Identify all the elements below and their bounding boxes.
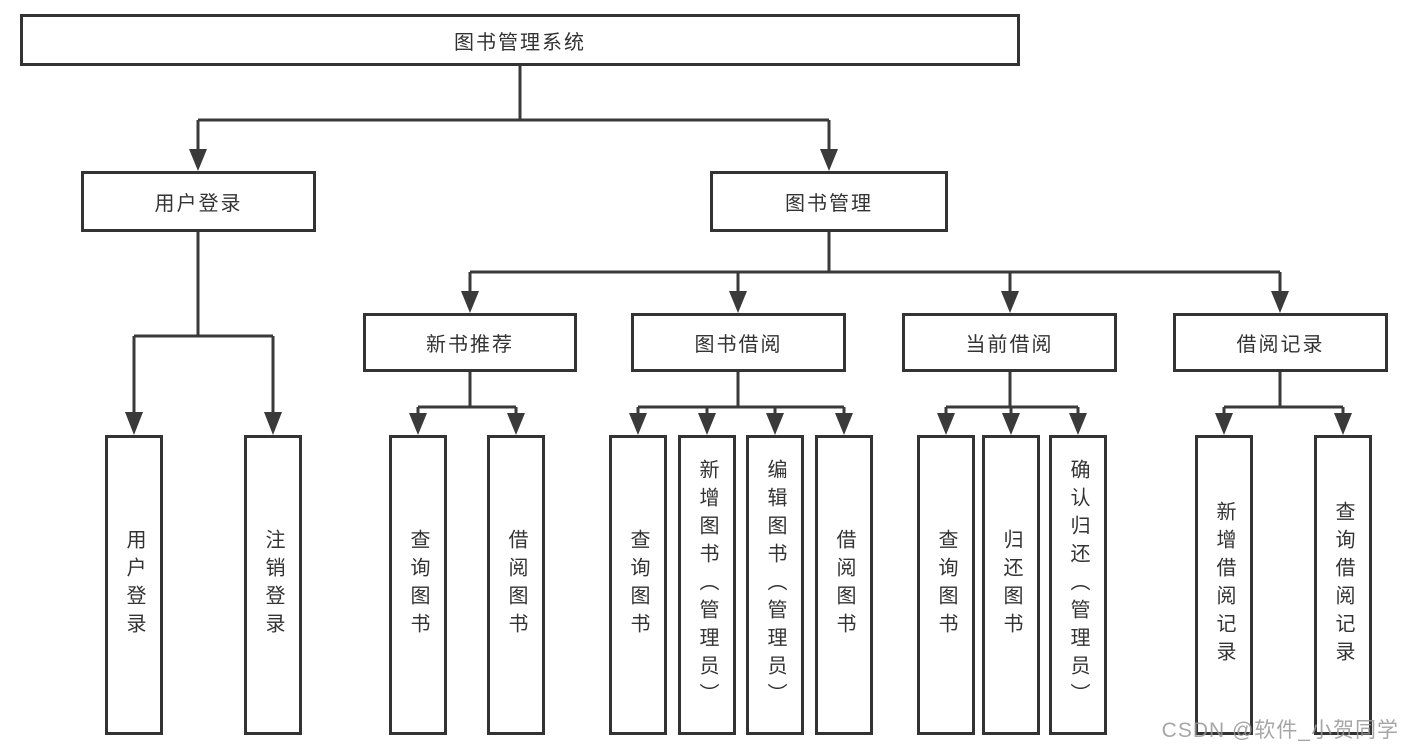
- node-book-management-label: 图书管理: [785, 193, 873, 215]
- leaf-user-login: 用户登录: [105, 435, 163, 735]
- leaf-borrow-books-label: 借阅图书: [833, 529, 855, 641]
- leaf-borrow-books: 借阅图书: [815, 435, 873, 735]
- csdn-watermark: CSDN @软件_小贺同学: [1161, 719, 1399, 742]
- node-book-management: 图书管理: [710, 171, 948, 232]
- leaf-return-books: 归还图书: [982, 435, 1040, 735]
- leaf-confirm-return-admin-label: 确认归还（管理员）: [1067, 459, 1089, 711]
- node-new-book-recommend: 新书推荐: [363, 313, 577, 372]
- node-current-borrow: 当前借阅: [902, 313, 1117, 372]
- leaf-borrow-books-recommend: 借阅图书: [487, 435, 545, 735]
- node-current-borrow-label: 当前借阅: [965, 334, 1054, 356]
- leaf-add-borrow-record: 新增借阅记录: [1195, 435, 1253, 735]
- leaf-query-books-recommend: 查询图书: [389, 435, 447, 735]
- leaf-query-borrow-record-label: 查询借阅记录: [1332, 501, 1354, 669]
- leaf-add-books-admin: 新增图书（管理员）: [678, 435, 736, 735]
- leaf-add-borrow-record-label: 新增借阅记录: [1213, 501, 1235, 669]
- connector-user-login-to-children: [132, 232, 275, 413]
- node-user-login: 用户登录: [81, 171, 316, 232]
- leaf-edit-books-admin: 编辑图书（管理员）: [746, 435, 804, 735]
- node-borrow-records: 借阅记录: [1173, 313, 1388, 372]
- leaf-return-books-label: 归还图书: [1000, 529, 1022, 641]
- leaf-logout-label: 注销登录: [262, 529, 284, 641]
- arrowheads: [125, 149, 1352, 435]
- leaf-query-books-borrow: 查询图书: [609, 435, 667, 735]
- leaf-add-books-admin-label: 新增图书（管理员）: [696, 459, 718, 711]
- connector-borrow-records-to-children: [1222, 372, 1345, 413]
- connector-book-management-to-children: [468, 232, 1282, 291]
- connector-current-borrow-to-children: [944, 372, 1080, 413]
- leaf-query-books-current: 查询图书: [917, 435, 975, 735]
- node-book-borrow: 图书借阅: [631, 313, 846, 372]
- leaf-query-books-borrow-label: 查询图书: [627, 529, 649, 641]
- node-new-book-recommend-label: 新书推荐: [426, 334, 514, 356]
- leaf-borrow-books-recommend-label: 借阅图书: [505, 529, 527, 641]
- node-book-borrow-label: 图书借阅: [694, 334, 783, 356]
- node-root-label: 图书管理系统: [454, 31, 586, 54]
- leaf-query-books-current-label: 查询图书: [935, 529, 957, 641]
- leaf-logout: 注销登录: [244, 435, 302, 735]
- leaf-query-books-recommend-label: 查询图书: [407, 529, 429, 641]
- leaf-query-borrow-record: 查询借阅记录: [1314, 435, 1372, 735]
- leaf-user-login-label: 用户登录: [123, 529, 145, 641]
- node-borrow-records-label: 借阅记录: [1236, 334, 1325, 356]
- node-root: 图书管理系统: [20, 14, 1020, 66]
- connector-root-to-children: [196, 66, 831, 149]
- node-user-login-label: 用户登录: [154, 193, 243, 215]
- connector-paths: [132, 66, 1345, 413]
- connector-new-book-recommend-to-children: [416, 372, 518, 413]
- leaf-edit-books-admin-label: 编辑图书（管理员）: [764, 459, 786, 711]
- leaf-confirm-return-admin: 确认归还（管理员）: [1049, 435, 1107, 735]
- connector-book-borrow-to-children: [636, 372, 846, 413]
